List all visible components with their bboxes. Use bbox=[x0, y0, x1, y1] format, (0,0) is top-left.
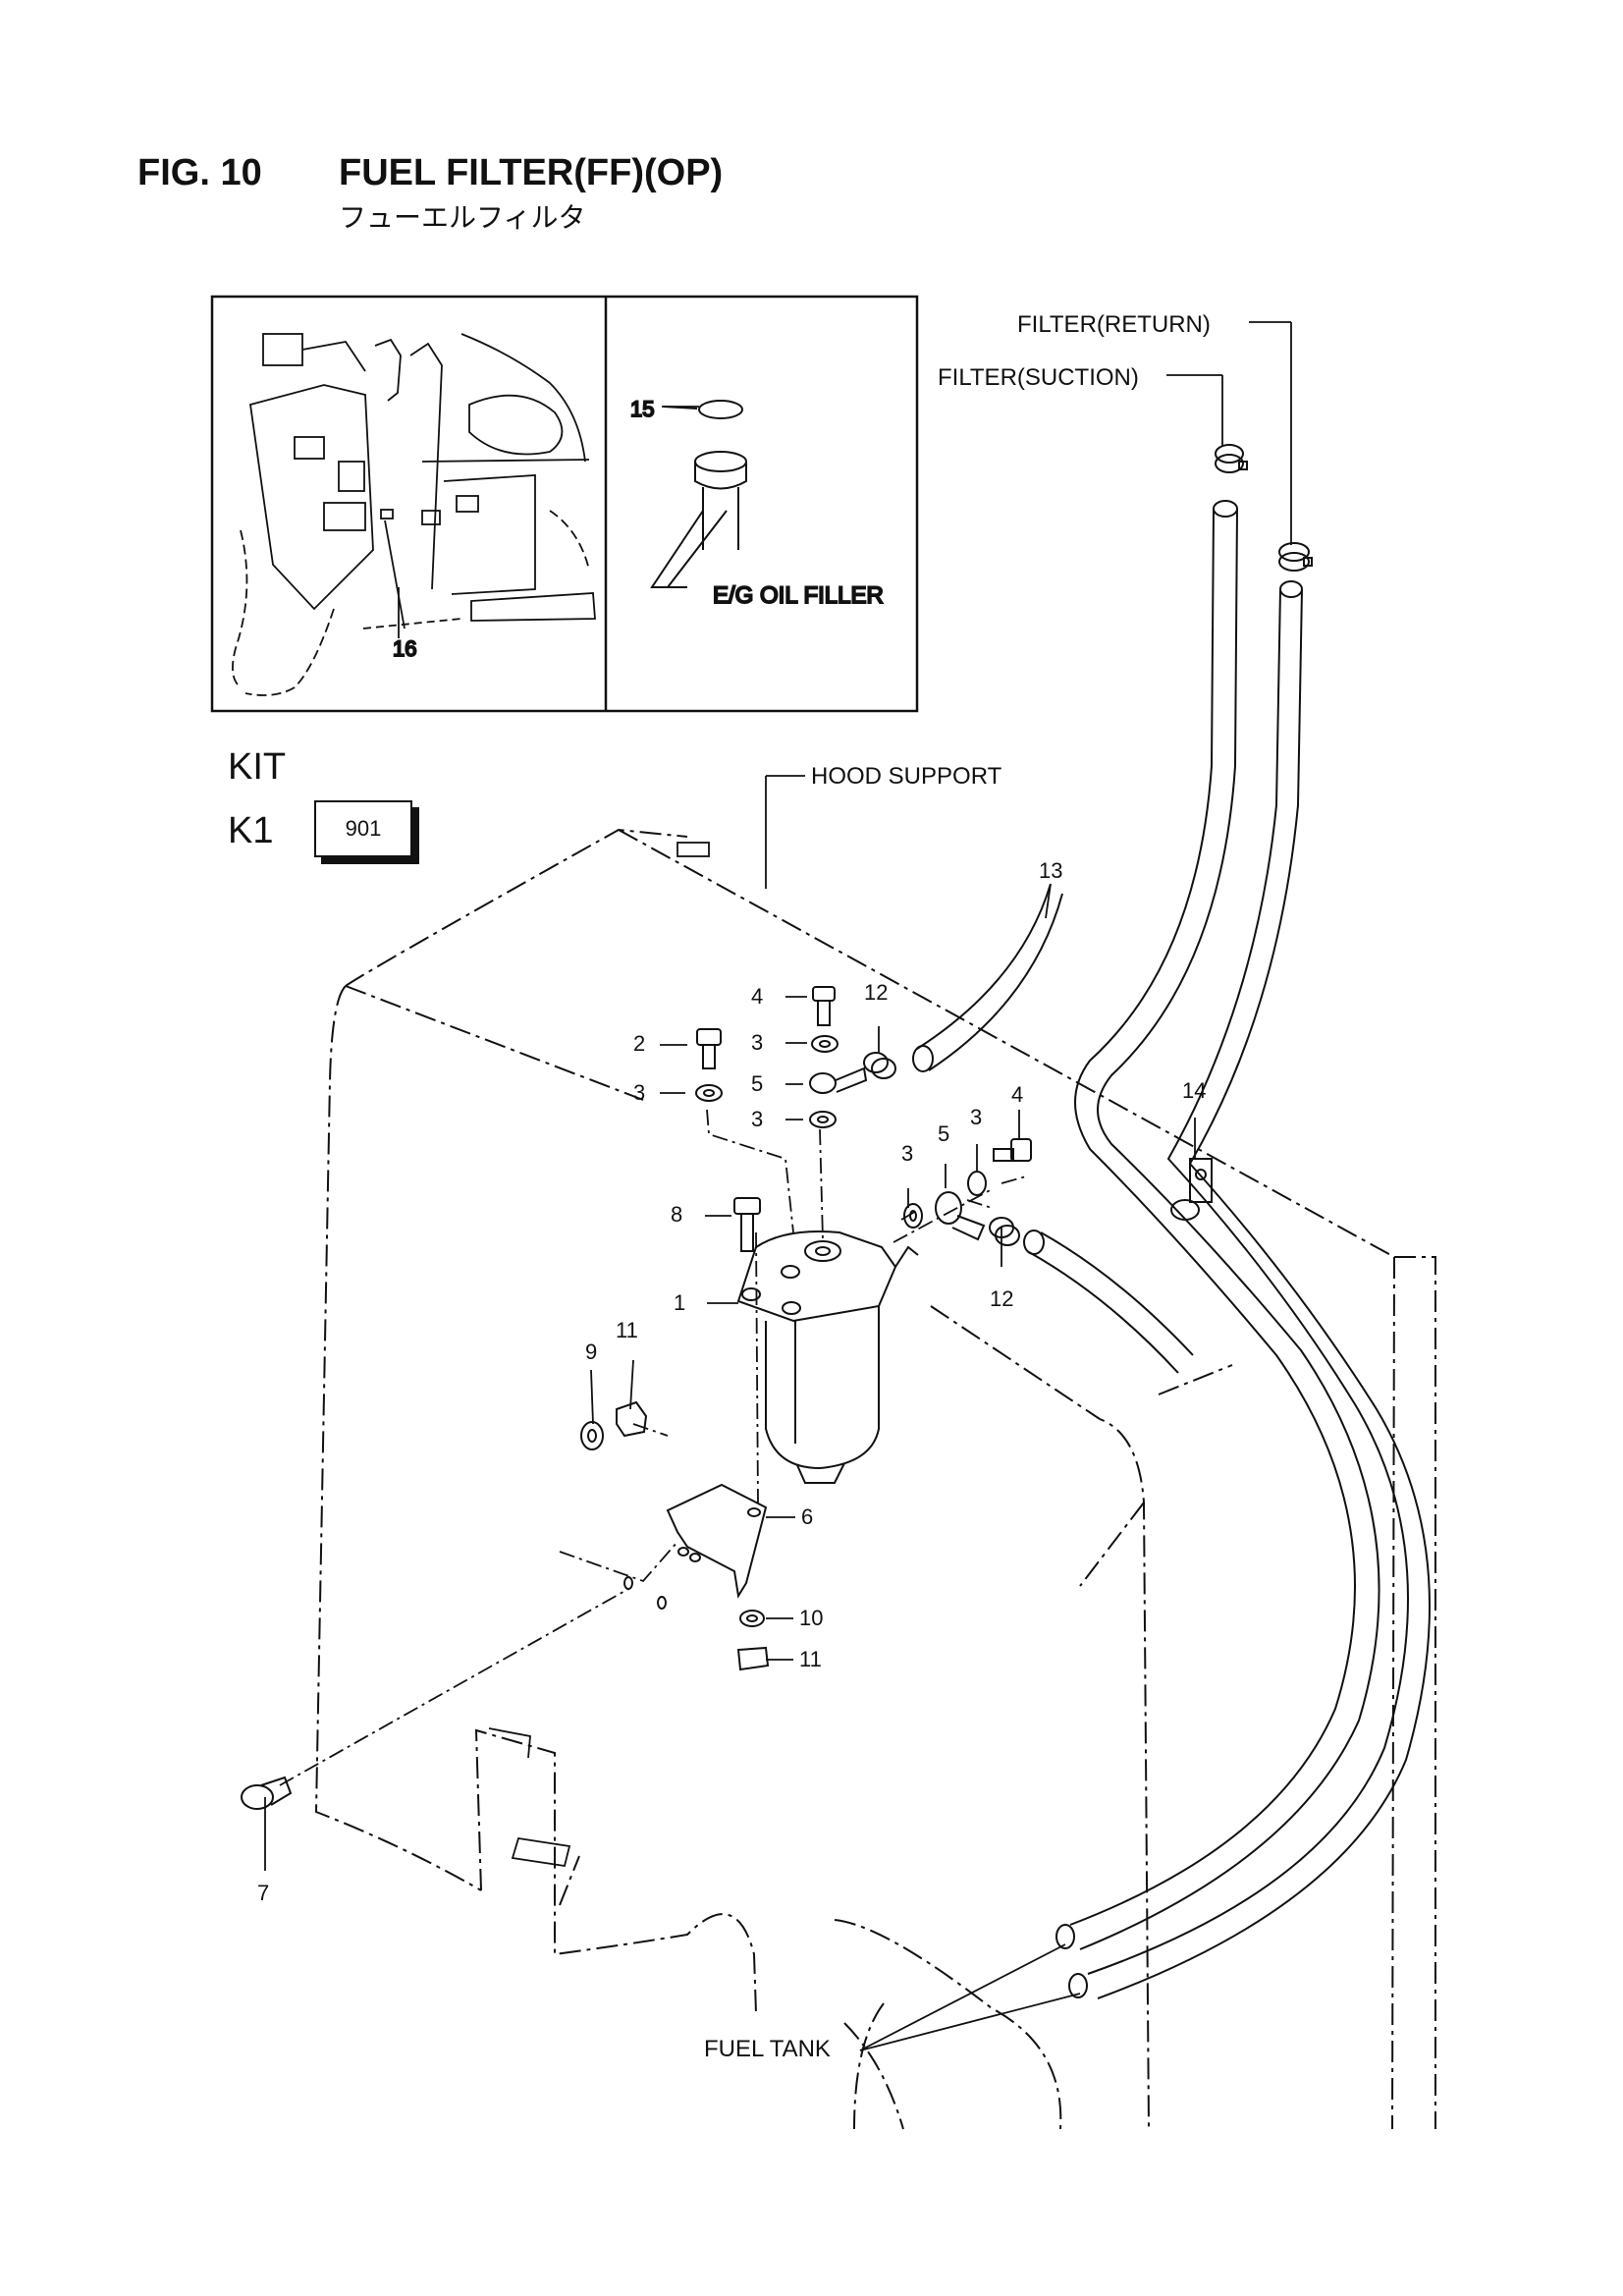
fuel-filter-assembly bbox=[736, 1230, 919, 1484]
tank-details bbox=[488, 842, 710, 1868]
callout-12a: 12 bbox=[864, 980, 888, 1005]
callout-9: 9 bbox=[585, 1339, 597, 1364]
hardware-parts bbox=[241, 986, 1032, 1810]
fuel-tank-outline bbox=[314, 828, 1436, 2130]
hose-clip-14 bbox=[1170, 1158, 1213, 1221]
callout-3a: 3 bbox=[633, 1080, 645, 1105]
callout-12b: 12 bbox=[990, 1286, 1013, 1311]
label-fuel-tank: FUEL TANK bbox=[704, 2036, 831, 2062]
inset-panel: 16 15 E/G OIL FILLER bbox=[210, 295, 919, 713]
callout-8: 8 bbox=[671, 1202, 682, 1227]
callout-11a: 11 bbox=[616, 1318, 638, 1342]
callout-2: 2 bbox=[633, 1031, 645, 1056]
callout-11b: 11 bbox=[799, 1647, 822, 1671]
kit-code-box[interactable]: 901 bbox=[314, 800, 412, 857]
kit-row-label: K1 bbox=[228, 810, 274, 851]
figure-title: FUEL FILTER(FF)(OP) bbox=[339, 152, 724, 193]
callout-3b: 3 bbox=[751, 1030, 763, 1055]
callout-5b: 5 bbox=[938, 1121, 949, 1146]
fuel-hoses bbox=[912, 500, 1431, 1999]
figure-subtitle: フューエルフィルタ bbox=[339, 201, 586, 234]
callout-14: 14 bbox=[1182, 1078, 1206, 1103]
oil-filler-sketch bbox=[650, 400, 747, 588]
callout-3c: 3 bbox=[751, 1107, 763, 1131]
callout-3d: 3 bbox=[970, 1105, 982, 1129]
leader-lines bbox=[264, 321, 1292, 2051]
callout-5a: 5 bbox=[751, 1071, 763, 1096]
kit-code: 901 bbox=[345, 816, 382, 841]
callout-16: 16 bbox=[393, 636, 416, 661]
callout-6: 6 bbox=[801, 1504, 813, 1529]
callout-1: 1 bbox=[674, 1290, 685, 1315]
mounting-bracket bbox=[666, 1483, 768, 1599]
kit-label: KIT bbox=[228, 746, 287, 788]
engine-compartment-sketch bbox=[232, 333, 596, 696]
hose-clamps bbox=[1215, 444, 1313, 572]
label-hood-support: HOOD SUPPORT bbox=[811, 763, 1002, 790]
label-filter-suction: FILTER(SUCTION) bbox=[938, 364, 1139, 391]
figure-number: FIG. 10 bbox=[137, 152, 262, 193]
callout-4b: 4 bbox=[1011, 1082, 1023, 1107]
callout-10: 10 bbox=[799, 1606, 823, 1630]
label-filter-return: FILTER(RETURN) bbox=[1017, 311, 1211, 338]
callout-15: 15 bbox=[630, 397, 654, 421]
callout-4a: 4 bbox=[751, 984, 763, 1009]
assembly-lines bbox=[279, 1109, 1027, 1786]
callout-13: 13 bbox=[1039, 858, 1062, 883]
callout-7: 7 bbox=[257, 1881, 269, 1905]
label-eg-oil-filler: E/G OIL FILLER bbox=[713, 582, 884, 609]
callout-3e: 3 bbox=[901, 1141, 913, 1166]
